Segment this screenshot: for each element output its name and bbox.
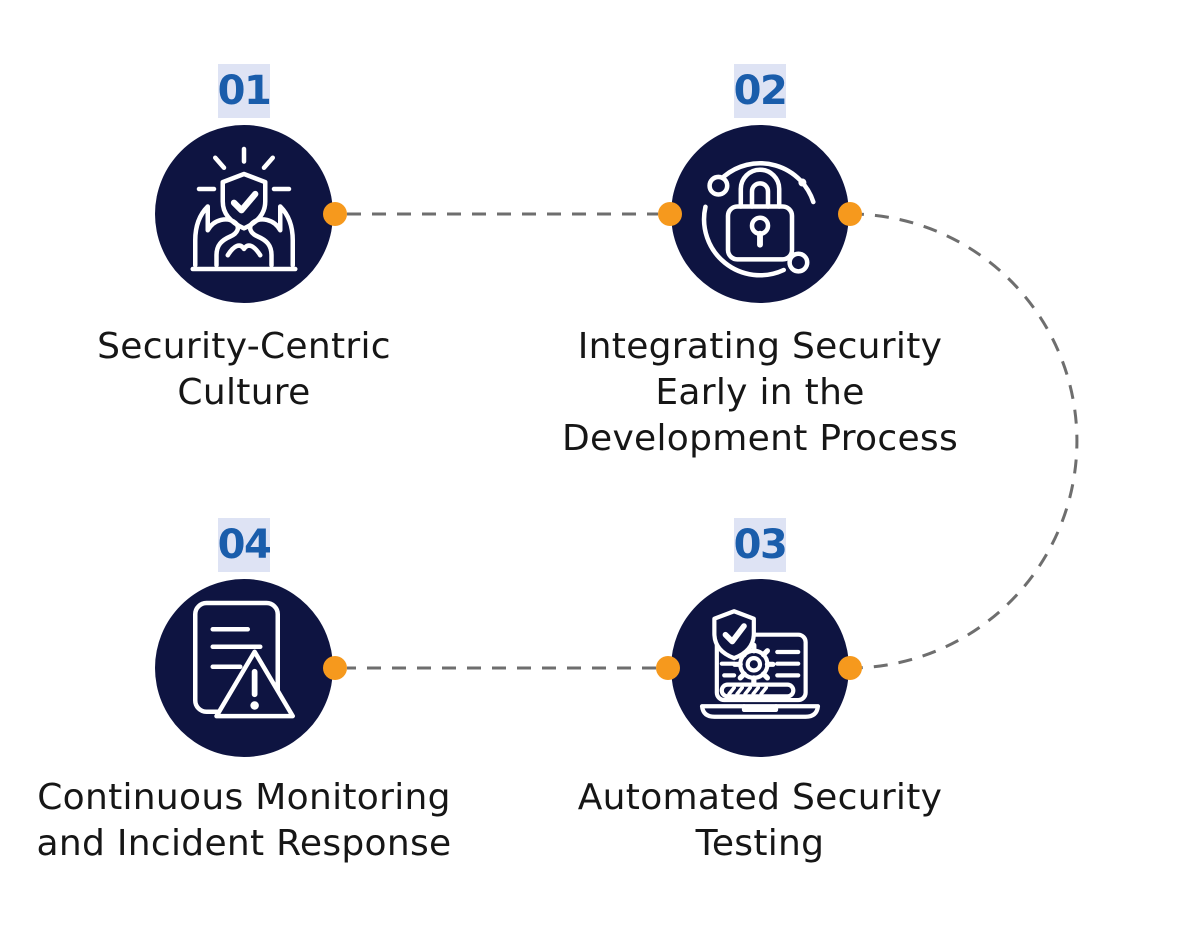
connector-dot-04-right <box>323 656 347 680</box>
cycle-arc-bottom <box>701 204 786 278</box>
right-hand <box>247 204 295 268</box>
step-04-caption: Continuous Monitoring and Incident Respo… <box>4 775 484 867</box>
caption-line: and Incident Response <box>36 823 452 864</box>
step-03-number: 03 <box>733 522 788 568</box>
step-01-number: 01 <box>217 68 272 114</box>
caption-line: Culture <box>177 372 311 413</box>
screen-lines-right <box>775 649 801 678</box>
step-02-number: 02 <box>733 68 788 114</box>
cycle-dot <box>798 178 807 187</box>
step-02-caption: Integrating Security Early in the Develo… <box>530 324 990 462</box>
fingers <box>225 243 263 258</box>
shield-outline <box>220 171 268 231</box>
cycle-node-right <box>787 251 810 274</box>
rays <box>196 146 292 192</box>
laptop-base <box>699 704 821 719</box>
step-02-circle <box>671 125 849 303</box>
shackle-inner <box>749 181 771 209</box>
connector-dot-03-right <box>838 656 862 680</box>
laptop-security-scan-icon <box>699 609 821 719</box>
document-incident-alert-icon <box>193 600 295 719</box>
caption-line: Security-Centric <box>97 326 391 367</box>
shackle-outer <box>738 167 782 209</box>
connector-dot-01-right <box>323 202 347 226</box>
cycle-arc-top <box>721 161 816 205</box>
caption-line: Integrating Security <box>577 326 943 367</box>
laptop-screen <box>714 632 808 703</box>
shield-check-mark <box>722 623 747 645</box>
step-01-circle <box>155 125 333 303</box>
step-03-number-badge: 03 <box>733 518 788 572</box>
step-04-circle <box>155 579 333 757</box>
caption-line: Continuous Monitoring <box>37 777 451 818</box>
step-01-number-badge: 01 <box>217 64 272 118</box>
caption-line: Development Process <box>561 418 959 459</box>
progress-bar <box>719 682 796 699</box>
caption-line: Early in the <box>655 372 865 413</box>
screen-lines-left <box>719 661 737 678</box>
lock-body <box>725 204 795 262</box>
connector-dot-02-right <box>838 202 862 226</box>
caption-line: Testing <box>695 823 825 864</box>
step-03-circle <box>671 579 849 757</box>
document-text-lines <box>210 627 263 669</box>
step-04-number-badge: 04 <box>217 518 272 572</box>
hands-holding-shield-check-icon <box>190 146 298 272</box>
padlock-secure-cycle-icon <box>701 161 816 278</box>
step-01-caption: Security-Centric Culture <box>34 324 454 416</box>
exclamation-dot <box>250 701 259 710</box>
check-mark <box>230 190 259 214</box>
caption-line: Automated Security <box>577 777 943 818</box>
connector-02-03-arc <box>849 212 1079 670</box>
connector-dot-03-left <box>656 656 680 680</box>
left-hand <box>193 204 241 268</box>
step-02-number-badge: 02 <box>733 64 788 118</box>
gear-inner <box>745 656 763 673</box>
progress-stripes <box>727 685 769 696</box>
cycle-node-left <box>707 174 730 197</box>
laptop-base-notch <box>741 704 779 713</box>
step-04-number: 04 <box>217 522 272 568</box>
step-03-caption: Automated Security Testing <box>530 775 990 867</box>
connector-dot-02-left <box>658 202 682 226</box>
